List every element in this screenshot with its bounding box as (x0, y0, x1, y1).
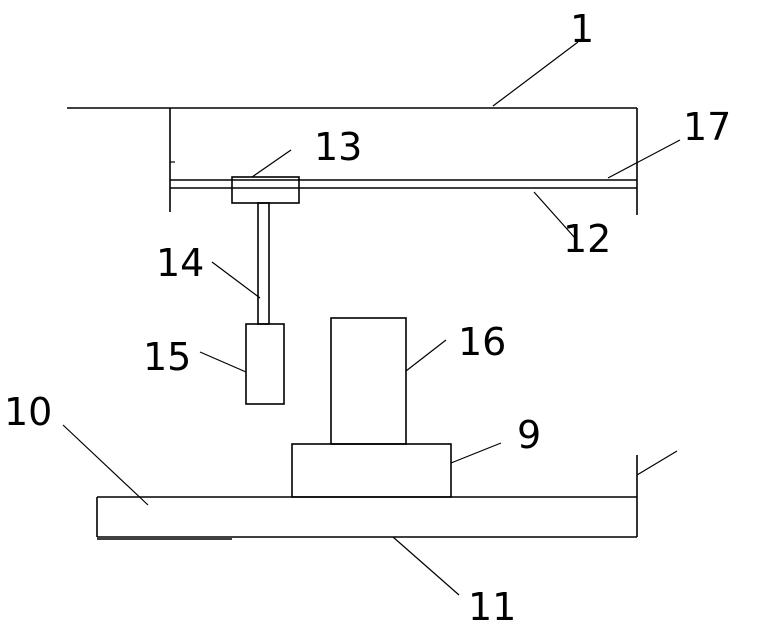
leader-14 (212, 262, 260, 298)
label-14: 14 (156, 241, 204, 285)
slider-block (232, 177, 299, 203)
label-17: 17 (683, 105, 731, 149)
leader-1 (493, 42, 578, 106)
label-9: 9 (517, 413, 541, 457)
label-13: 13 (314, 125, 362, 169)
upright-column (331, 318, 406, 444)
tool-head (246, 324, 284, 404)
leader-11 (393, 537, 459, 595)
leader-9 (451, 443, 501, 463)
vertical-rod (258, 203, 269, 324)
base-block (292, 444, 451, 497)
label-11: 11 (468, 585, 516, 629)
label-16: 16 (458, 320, 506, 364)
label-12: 12 (563, 217, 611, 261)
leader-right-tick (637, 451, 677, 475)
leader-15 (200, 352, 246, 372)
label-10: 10 (4, 390, 52, 434)
leader-16 (406, 340, 446, 371)
leader-17 (608, 140, 680, 178)
leader-10 (63, 425, 148, 505)
label-1: 1 (570, 7, 594, 51)
leader-13 (252, 150, 291, 177)
label-15: 15 (143, 335, 191, 379)
